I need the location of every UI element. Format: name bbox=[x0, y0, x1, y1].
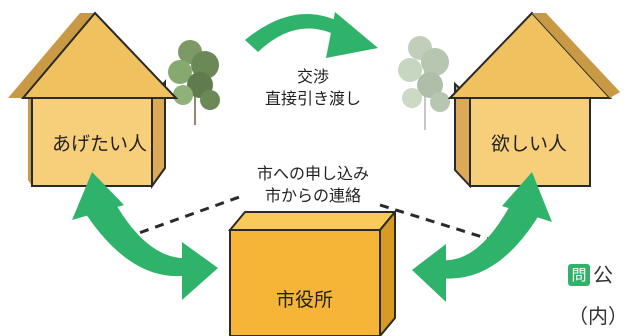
arrow-left-icon bbox=[72, 172, 218, 300]
middle-text: 市への申し込み 市からの連絡 bbox=[238, 163, 388, 207]
inquiry-text: 公 bbox=[593, 263, 613, 287]
top-text: 交渉 直接引き渡し bbox=[258, 66, 368, 110]
left-house-label: あげたい人 bbox=[52, 133, 148, 155]
tree-left-icon bbox=[168, 40, 220, 125]
right-house bbox=[447, 11, 620, 189]
arrow-right-icon bbox=[412, 172, 552, 302]
tree-right-icon bbox=[398, 36, 450, 130]
city-office-label: 市役所 bbox=[276, 289, 334, 311]
dashed-connector bbox=[124, 193, 493, 242]
footer-note: （内） bbox=[568, 304, 627, 328]
middle-text-line1: 市への申し込み bbox=[256, 164, 369, 183]
inquiry-badge: 問 bbox=[568, 264, 590, 286]
middle-text-line2: 市からの連絡 bbox=[264, 186, 361, 205]
inquiry-line: 問公 bbox=[568, 259, 613, 288]
top-text-line2: 直接引き渡し bbox=[264, 89, 361, 108]
left-house bbox=[8, 11, 179, 190]
right-house-label: 欲しい人 bbox=[491, 133, 568, 155]
arrow-top-icon bbox=[245, 12, 378, 58]
city-office-box bbox=[227, 209, 398, 336]
top-text-line1: 交渉 bbox=[296, 67, 329, 86]
